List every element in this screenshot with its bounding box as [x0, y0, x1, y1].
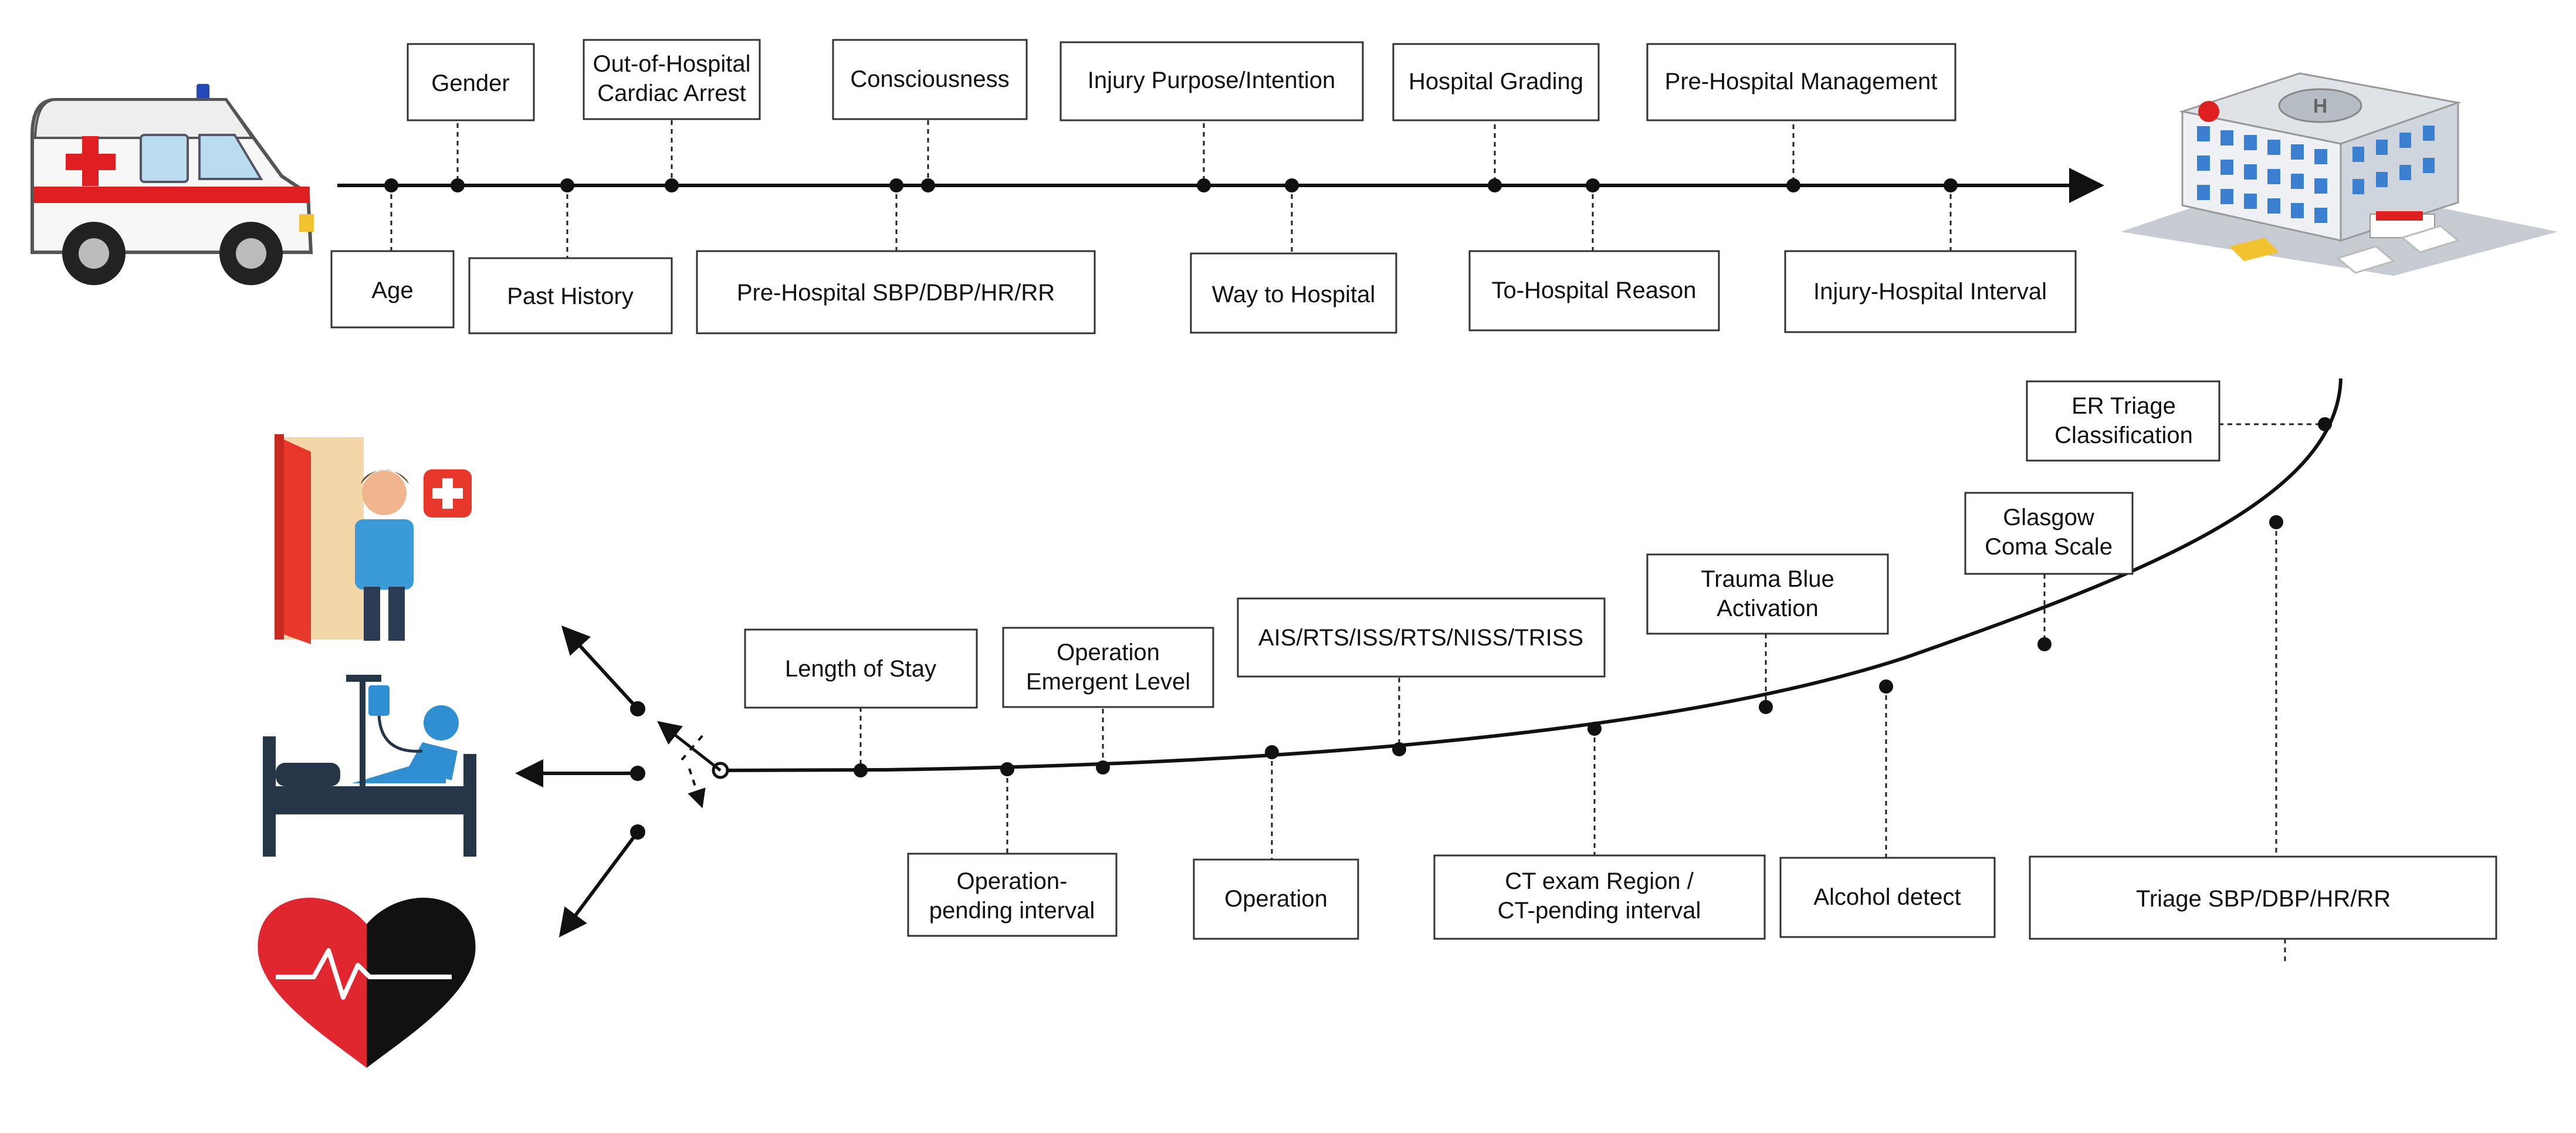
timeline-point	[1759, 700, 1773, 714]
label-box	[1237, 597, 1606, 678]
label-box	[1646, 553, 1889, 635]
label-triage-vitals: Triage SBP/DBP/HR/RR	[2136, 886, 2391, 912]
label-box	[407, 43, 535, 121]
label-box	[1002, 627, 1214, 708]
label-way-to-hospital: Way to Hospital	[1212, 282, 1376, 307]
label-op-pending-line2: pending interval	[929, 898, 1095, 924]
timeline-point	[1944, 178, 1958, 192]
timeline-point	[2037, 637, 2052, 651]
label-box	[330, 250, 455, 329]
heart-monitor-icon	[258, 897, 476, 1068]
timeline-point	[1392, 742, 1406, 756]
prehospital-top-items: Gender Out-of-Hospital Cardiac Arrest Co…	[407, 39, 1956, 192]
label-er-triage-line2: Classification	[2054, 422, 2193, 448]
label-prehospital-vitals: Pre-Hospital SBP/DBP/HR/RR	[737, 280, 1055, 306]
label-alcohol-detect: Alcohol detect	[1813, 884, 1961, 910]
inhospital-curve	[720, 378, 2343, 772]
label-prehospital-management: Pre-Hospital Management	[1665, 69, 1938, 94]
label-er-triage-line1: ER Triage	[2071, 393, 2176, 419]
label-box	[1193, 858, 1359, 940]
label-box	[1392, 43, 1600, 121]
label-box	[1468, 250, 1720, 332]
label-past-history: Past History	[507, 283, 634, 309]
label-box	[1646, 43, 1956, 121]
inhospital-top-items: ER Triage Classification Glasgow Coma Sc…	[744, 380, 2332, 777]
label-box	[2029, 855, 2497, 940]
timeline-point	[889, 178, 903, 192]
label-box	[468, 257, 673, 334]
label-box	[2026, 380, 2220, 462]
label-box	[1784, 250, 2077, 333]
label-injury-purpose: Injury Purpose/Intention	[1088, 67, 1335, 93]
timeline-point	[1096, 760, 1110, 775]
label-consciousness: Consciousness	[850, 66, 1009, 92]
timeline-point	[2269, 515, 2283, 529]
label-ct-line2: CT-pending interval	[1498, 898, 1701, 924]
outcome-arrow-1	[561, 625, 639, 711]
timeline-point	[1197, 178, 1211, 192]
label-box	[1779, 857, 1996, 938]
label-injury-hospital-interval: Injury-Hospital Interval	[1813, 279, 2047, 305]
switch-swing-arrow	[688, 768, 706, 809]
timeline-point	[560, 178, 574, 192]
label-ohca-line1: Out-of-Hospital	[593, 51, 751, 77]
label-op-emergent-line1: Operation	[1057, 640, 1160, 665]
timeline-point	[665, 178, 679, 192]
hospital-bed-icon	[263, 675, 476, 857]
label-box	[907, 853, 1118, 937]
timeline-point	[1587, 722, 1602, 736]
label-box	[696, 250, 1096, 334]
prehospital-bottom-items: Age Past History Pre-Hospital SBP/DBP/HR…	[330, 178, 2077, 334]
timeline-point	[384, 178, 398, 192]
label-gender: Gender	[431, 70, 509, 96]
timeline-point	[1786, 178, 1800, 192]
label-trauma-blue-line1: Trauma Blue	[1701, 566, 1834, 592]
timeline-point	[1586, 178, 1600, 192]
label-trauma-blue-line2: Activation	[1717, 596, 1818, 621]
label-box	[1964, 492, 2134, 575]
timeline-point	[451, 178, 465, 192]
label-ohca-line2: Cardiac Arrest	[597, 80, 746, 106]
timeline-point	[1488, 178, 1502, 192]
label-to-hospital-reason: To-Hospital Reason	[1491, 278, 1696, 303]
label-ct-line1: CT exam Region /	[1505, 868, 1694, 894]
label-box	[1433, 854, 1766, 940]
outcome-switch	[515, 625, 722, 938]
hospital-icon: H	[2121, 72, 2558, 276]
discharge-door-icon	[275, 434, 472, 644]
label-operation: Operation	[1224, 886, 1328, 912]
label-glasgow-line2: Coma Scale	[1985, 534, 2113, 560]
label-op-emergent-line2: Emergent Level	[1026, 669, 1190, 695]
label-box	[832, 39, 1028, 120]
label-op-pending-line1: Operation-	[957, 868, 1068, 894]
timeline-point	[1000, 762, 1014, 776]
outcome-arrow-3	[558, 831, 639, 938]
timeline-point	[1879, 679, 1893, 694]
label-box	[1190, 252, 1397, 334]
label-box	[583, 39, 761, 120]
label-box	[1059, 41, 1364, 121]
timeline-point	[921, 178, 935, 192]
label-box	[744, 628, 978, 709]
inhospital-bottom-items: Triage SBP/DBP/HR/RR Alcohol detect CT e…	[907, 515, 2497, 962]
label-glasgow-line1: Glasgow	[2003, 505, 2094, 530]
timeline-point	[1285, 178, 1299, 192]
ambulance-icon	[31, 84, 314, 285]
label-injury-scores: AIS/RTS/ISS/RTS/NISS/TRISS	[1258, 625, 1583, 651]
timeline-point	[2318, 417, 2332, 431]
label-age: Age	[371, 278, 413, 303]
timeline-point	[1265, 745, 1279, 759]
timeline-point	[854, 763, 868, 777]
label-hospital-grading: Hospital Grading	[1409, 69, 1583, 94]
label-length-of-stay: Length of Stay	[785, 656, 936, 682]
svg-text:H: H	[2313, 95, 2328, 117]
